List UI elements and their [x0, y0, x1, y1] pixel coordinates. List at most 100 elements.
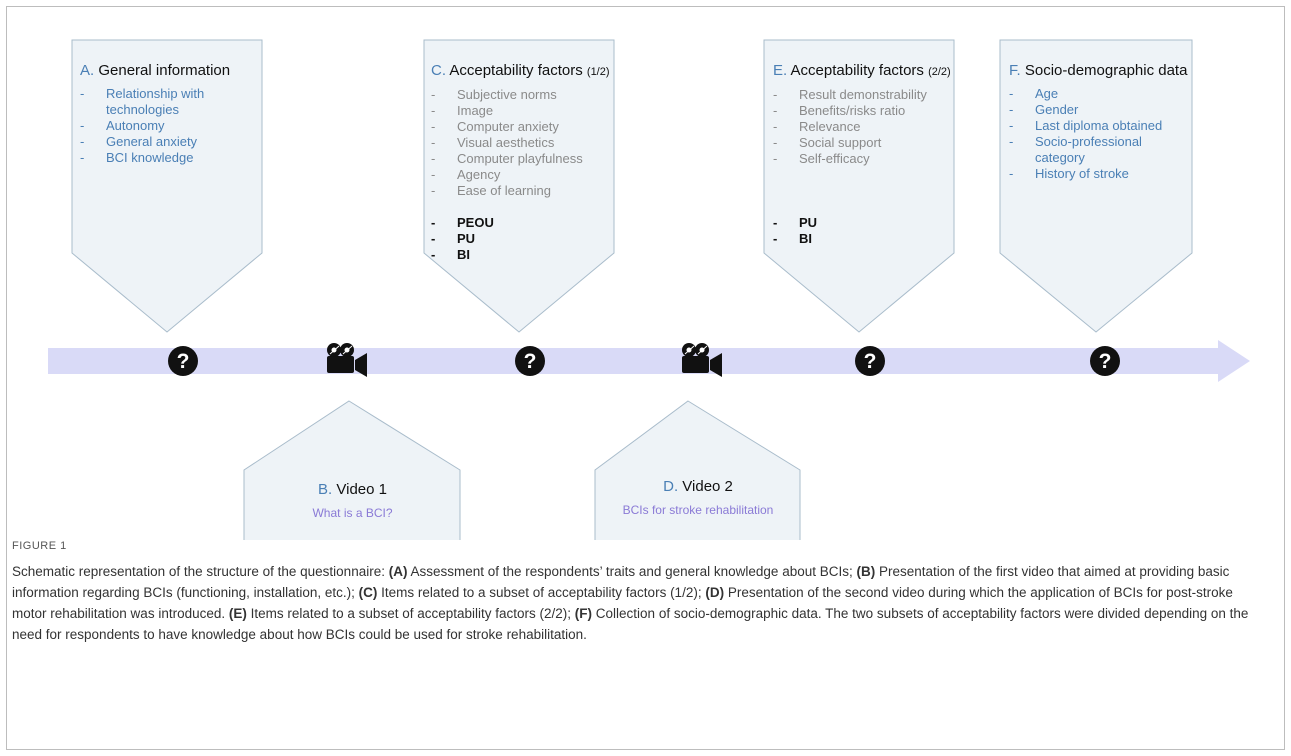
item-text: BI: [457, 247, 470, 262]
item-text: Subjective norms: [457, 87, 557, 102]
bullet-dash: -: [431, 247, 436, 262]
bullet-dash: -: [773, 103, 778, 118]
video-camera-icon: [682, 343, 722, 377]
list-item-bold: -PEOU: [431, 215, 611, 231]
item-text: Self-efficacy: [799, 151, 870, 166]
box-d-shape: [594, 400, 801, 540]
caption-text: Collection of socio-demographic data. Th…: [12, 606, 1249, 642]
box-title-text: Socio-demographic data: [1024, 62, 1188, 79]
video-title-text: Video 1: [336, 481, 387, 498]
box-title: C. Acceptability factors (1/2): [431, 63, 611, 80]
list-item: - Result demonstrability: [773, 87, 953, 103]
list-item: -Age: [1009, 86, 1191, 102]
video-camera-icon: [327, 343, 367, 377]
bullet-dash: -: [773, 151, 778, 166]
list-item: -General anxiety: [80, 134, 258, 150]
item-text: PU: [799, 215, 818, 230]
svg-text:?: ?: [524, 350, 537, 373]
item-text: Visual aesthetics: [457, 135, 555, 150]
item-text: Last diploma obtained: [1035, 118, 1163, 133]
box-b-shape: [243, 400, 461, 540]
box-title-text: Acceptability factors: [449, 62, 583, 79]
caption-tag: (B): [856, 564, 876, 579]
bullet-dash: -: [80, 150, 85, 165]
list-item: -Gender: [1009, 102, 1191, 118]
item-text: Result demonstrability: [799, 87, 927, 102]
caption-tag: (F): [574, 606, 593, 621]
item-text: BI: [799, 231, 812, 246]
item-text: Social support: [799, 135, 882, 150]
bullet-dash: -: [773, 87, 778, 102]
bullet-dash: -: [1009, 86, 1014, 101]
list-item: -Last diploma obtained: [1009, 118, 1191, 134]
list-item: - Benefits/risks ratio: [773, 103, 953, 119]
caption-tag: (C): [358, 585, 378, 600]
bullet-dash: -: [431, 215, 436, 230]
box-letter: C.: [431, 62, 446, 79]
list-item-bold: - BI: [773, 231, 953, 247]
box-title: E. Acceptability factors (2/2): [773, 63, 953, 80]
question-icon: ?: [515, 346, 545, 376]
bullet-dash: -: [431, 183, 436, 198]
caption-tag: (E): [228, 606, 247, 621]
box-acceptability-factors-1: C. Acceptability factors (1/2) - Subjecti…: [431, 63, 611, 263]
item-text: Relevance: [799, 119, 861, 134]
bullet-dash: -: [80, 134, 85, 149]
list-item: - Subjective norms: [431, 87, 611, 103]
questionnaire-diagram: ? ? ? ?: [48, 39, 1250, 540]
bullet-dash: -: [1009, 134, 1014, 149]
video-title: B. Video 1: [250, 481, 455, 498]
caption-tag: (A): [388, 564, 408, 579]
caption-body: Schematic representation of the structur…: [12, 561, 1267, 645]
question-icon: ?: [855, 346, 885, 376]
video-description: What is a BCI?: [312, 506, 393, 520]
list-item-bold: - BI: [431, 247, 611, 263]
caption-text: Assessment of the respondents’ traits an…: [407, 564, 857, 579]
box-letter: A.: [80, 62, 95, 79]
question-icon: ?: [168, 346, 198, 376]
list-item: - Socio-professional category: [1009, 134, 1191, 166]
bullet-dash: -: [431, 87, 436, 102]
bullet-dash: -: [431, 119, 436, 134]
list-item: -Social support: [773, 135, 953, 151]
box-letter: E.: [773, 62, 788, 79]
item-text: Benefits/risks ratio: [799, 103, 906, 118]
list-item: -Agency: [431, 167, 611, 183]
box-title-subtitle: (1/2): [586, 66, 610, 78]
video-title: D. Video 2: [600, 478, 796, 495]
box-general-information: A. General information -Relationship wit…: [80, 63, 258, 166]
item-text: Socio-professional category: [1035, 134, 1142, 165]
box-title: F. Socio-demographic data: [1009, 63, 1191, 79]
item-text: Relationship with technologies: [106, 86, 205, 117]
video-title-text: Video 2: [682, 478, 733, 495]
bullet-dash: -: [431, 231, 436, 246]
box-a-shape: [71, 39, 263, 333]
video-description: BCIs for stroke rehabilitation: [622, 503, 774, 517]
box-c-shape: [423, 39, 615, 333]
bullet-dash: -: [773, 119, 778, 134]
bullet-dash: -: [1009, 166, 1014, 181]
bullet-dash: -: [773, 231, 778, 246]
box-acceptability-factors-2: E. Acceptability factors (2/2) - Result d…: [773, 63, 953, 247]
svg-text:?: ?: [1099, 350, 1112, 373]
bullet-dash: -: [431, 151, 436, 166]
box-letter: B.: [318, 481, 333, 498]
list-item: - Relevance: [773, 119, 953, 135]
box-title-subtitle: (2/2): [928, 66, 951, 78]
caption-text: Presentation of the first video that aim…: [12, 564, 1230, 600]
box-title-text: General information: [98, 62, 231, 79]
box-title: A. General information: [80, 63, 258, 79]
item-text: History of stroke: [1035, 166, 1129, 181]
list-item: -Relationship with technologies: [80, 86, 258, 118]
box-f-shape: [999, 39, 1193, 333]
list-item: -Image: [431, 103, 611, 119]
list-item: - Computer playfulness: [431, 151, 611, 167]
bullet-dash: -: [431, 135, 436, 150]
box-e-shape: [763, 39, 955, 333]
item-text: Image: [457, 103, 494, 118]
caption-text: Items related to a subset of acceptabili…: [377, 585, 706, 600]
box-video-2: D. Video 2 BCIs for stroke rehabilitatio…: [600, 478, 796, 517]
caption-intro: Schematic representation of the structur…: [12, 564, 389, 579]
item-text: Computer playfulness: [457, 151, 583, 166]
list-item-bold: -PU: [773, 215, 953, 231]
